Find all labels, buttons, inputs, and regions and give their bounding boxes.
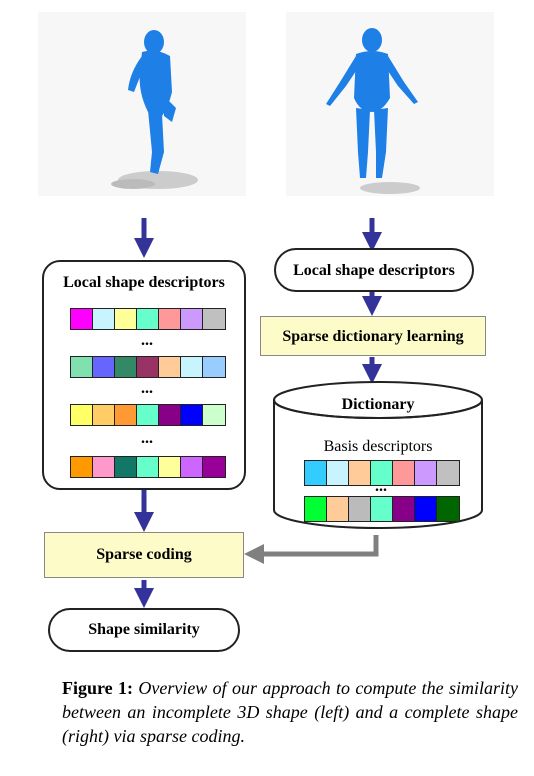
left-cell: [71, 357, 93, 377]
left-cell: [181, 309, 203, 329]
left-cell: [203, 357, 225, 377]
basis-cell: [393, 497, 415, 521]
left-cell: [137, 457, 159, 477]
left-cell: [203, 457, 225, 477]
left-ellipsis: ...: [141, 430, 153, 447]
left-descriptors-title: Local shape descriptors: [63, 274, 225, 291]
shape-similarity-title: Shape similarity: [88, 621, 200, 638]
left-cell: [115, 309, 137, 329]
left-cell: [93, 405, 115, 425]
basis-cell: [371, 461, 393, 485]
left-cell: [115, 357, 137, 377]
left-cell: [181, 405, 203, 425]
right-descriptors-box: [274, 248, 474, 292]
left-ellipsis: ...: [141, 332, 153, 349]
left-cell: [159, 357, 181, 377]
caption-label: Figure 1:: [62, 678, 133, 698]
left-cell: [137, 405, 159, 425]
left-cell: [137, 357, 159, 377]
sparse-dictionary-learning-title: Sparse dictionary learning: [282, 328, 464, 345]
left-strip-4: [70, 456, 226, 478]
basis-ellipsis: ...: [375, 478, 387, 495]
basis-cell: [327, 497, 349, 521]
shape-similarity-box: [48, 608, 240, 652]
basis-cell: [437, 461, 459, 485]
left-cell: [137, 309, 159, 329]
basis-cell: [349, 497, 371, 521]
incomplete-shape-image: [38, 12, 246, 196]
arrows-layer: [134, 218, 382, 608]
basis-cell: [327, 461, 349, 485]
left-cell: [181, 457, 203, 477]
basis-cell: [371, 497, 393, 521]
left-cell: [93, 457, 115, 477]
figure-caption: Figure 1: Overview of our approach to co…: [62, 676, 518, 748]
basis-cell: [415, 461, 437, 485]
basis-cell: [437, 497, 459, 521]
basis-cell: [393, 461, 415, 485]
basis-strip-1: [304, 460, 460, 486]
incomplete-human-figure-icon: [111, 30, 198, 189]
basis-cell: [349, 461, 371, 485]
left-cell: [203, 405, 225, 425]
left-strip-2: [70, 356, 226, 378]
left-cell: [93, 309, 115, 329]
basis-descriptors-title: Basis descriptors: [323, 438, 433, 455]
left-cell: [203, 309, 225, 329]
left-cell: [71, 405, 93, 425]
complete-human-figure-icon: [326, 28, 420, 194]
left-cell: [115, 405, 137, 425]
left-cell: [71, 309, 93, 329]
gray-arrow-dictionary-to-sparse-coding: [244, 535, 379, 564]
left-ellipsis: ...: [141, 380, 153, 397]
caption-text: Overview of our approach to compute the …: [62, 678, 518, 746]
left-cell: [181, 357, 203, 377]
basis-cell: [305, 497, 327, 521]
basis-cell: [305, 461, 327, 485]
dictionary-title: Dictionary: [341, 396, 415, 413]
left-cell: [71, 457, 93, 477]
left-strip-1: [70, 308, 226, 330]
left-strip-3: [70, 404, 226, 426]
complete-shape-image: [286, 12, 494, 196]
left-cell: [159, 405, 181, 425]
sparse-dictionary-learning-box: [260, 316, 486, 356]
sparse-coding-title: Sparse coding: [96, 546, 192, 563]
basis-cell: [415, 497, 437, 521]
left-cell: [159, 457, 181, 477]
basis-strip-2: [304, 496, 460, 522]
left-cell: [159, 309, 181, 329]
left-cell: [115, 457, 137, 477]
sparse-coding-box: [44, 532, 244, 578]
left-cell: [93, 357, 115, 377]
right-descriptors-title: Local shape descriptors: [293, 262, 455, 279]
